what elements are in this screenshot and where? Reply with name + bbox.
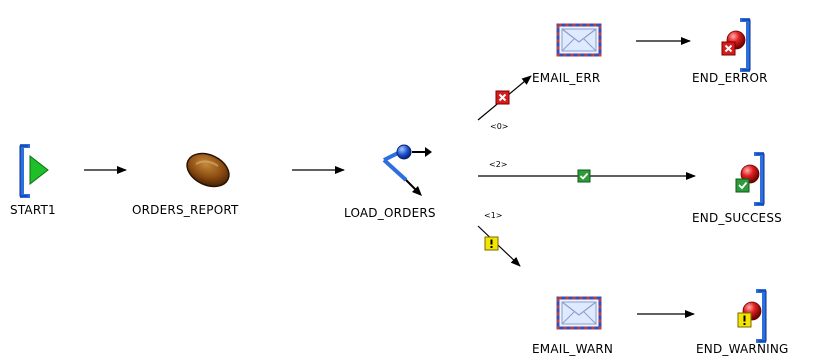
node-label-end-error: END_ERROR [692,71,768,85]
node-label-email-warn: EMAIL_WARN [532,342,614,356]
edge-condition-success: <2> [489,160,508,169]
node-label-end-success: END_SUCCESS [692,211,782,225]
node-label-start: START1 [10,203,56,217]
end-warning-icon[interactable] [737,289,767,343]
bean-icon[interactable] [182,147,235,193]
warning-marker-icon [484,236,499,251]
node-label-end-warning: END_WARNING [696,342,789,356]
envelope-icon[interactable] [556,296,602,330]
envelope-icon[interactable] [556,23,602,57]
end-success-icon[interactable] [735,152,765,206]
node-label-orders-report: ORDERS_REPORT [132,203,239,217]
switch-icon[interactable] [382,144,432,196]
success-marker-icon [577,169,591,183]
error-marker-icon [495,90,510,105]
edge-load-orders-to-email-warn[interactable] [477,225,521,267]
node-label-email-err: EMAIL_ERR [532,71,601,85]
end-error-icon[interactable] [721,18,751,72]
node-label-load-orders: LOAD_ORDERS [344,206,436,220]
start-icon[interactable] [19,144,49,198]
edge-condition-warning: <1> [484,211,503,220]
edge-condition-error: <0> [490,122,509,131]
